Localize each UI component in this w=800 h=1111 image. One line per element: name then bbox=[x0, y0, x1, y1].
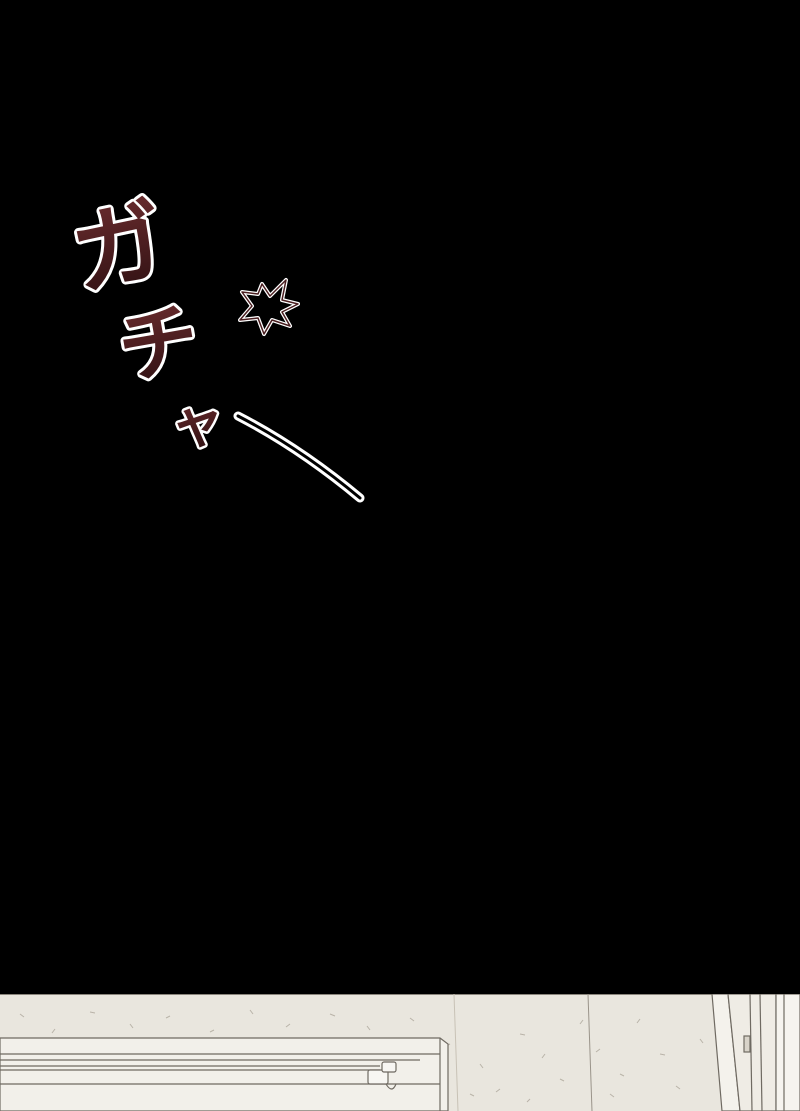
room-panel bbox=[0, 994, 800, 1111]
room-illustration bbox=[0, 994, 800, 1111]
curtain-rail-bracket bbox=[367, 1061, 397, 1090]
wall-texture bbox=[19, 1009, 704, 1103]
door-frame bbox=[711, 994, 800, 1111]
dark-panel bbox=[0, 0, 800, 994]
wall-seams bbox=[453, 994, 593, 1111]
window-frame bbox=[0, 1037, 449, 1111]
